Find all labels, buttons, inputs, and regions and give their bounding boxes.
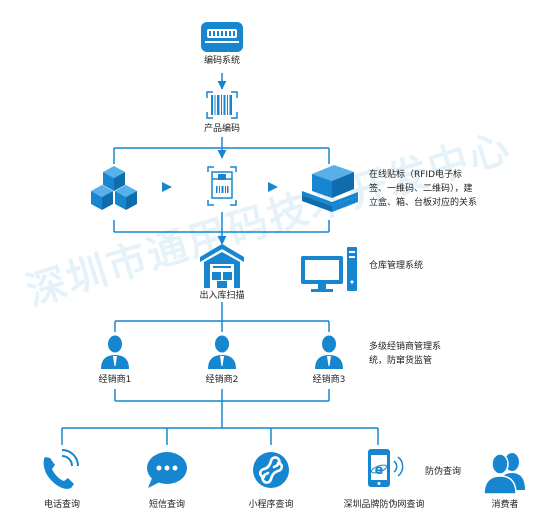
phone-query-label: 电话查询 — [43, 500, 81, 510]
distributor-note-line-2: 统，防窜货监管 — [369, 356, 433, 366]
server-icon — [201, 22, 243, 52]
warehouse-mgmt-label: 仓库管理系统 — [369, 261, 424, 271]
distributor-2-icon — [208, 335, 236, 369]
mobile-browser-icon: e — [368, 449, 390, 487]
product-code-label: 产品编码 — [203, 124, 241, 134]
distributor-3-label: 经销商3 — [312, 375, 346, 385]
tagging-note-line-3: 立盒、箱、台板对应的关系 — [369, 198, 478, 208]
barcode-icon — [206, 91, 238, 119]
carton-icon — [207, 166, 237, 206]
encoding-system-label: 编码系统 — [203, 56, 241, 66]
signal-waves-icon — [393, 456, 404, 477]
warehouse-scan-label: 出入库扫描 — [199, 291, 245, 301]
distributor-3-icon — [315, 335, 343, 369]
distributor-1-icon — [101, 335, 129, 369]
distributor-note: 多级经销商管理系 统，防窜货监管 — [369, 340, 441, 368]
svg-text:e: e — [375, 463, 384, 478]
warehouse-icon — [200, 244, 244, 288]
computer-icon — [301, 247, 357, 292]
distributor-note-line-1: 多级经销商管理系 — [369, 342, 442, 352]
tagging-note: 在线贴标（RFID电子标 签、一维码、二维码），建 立盒、箱、台板对应的关系 — [369, 168, 477, 210]
flow-arrows — [162, 182, 278, 192]
distributor-2-label: 经销商2 — [205, 375, 239, 385]
pallet-icon — [302, 165, 358, 212]
connector-lines — [61, 73, 379, 445]
consumer-label: 消费者 — [491, 500, 519, 510]
distributor-1-label: 经销商1 — [98, 375, 132, 385]
boxes-icon — [91, 166, 137, 210]
phone-icon — [43, 449, 79, 489]
sms-query-label: 短信查询 — [148, 500, 186, 510]
mini-program-query-label: 小程序查询 — [248, 500, 294, 510]
anti-fake-query-label: 防伪查询 — [425, 467, 462, 477]
consumers-icon — [483, 453, 525, 495]
mini-program-icon — [253, 452, 289, 488]
sms-icon — [147, 452, 187, 488]
brand-anti-fake-web-query-label: 深圳品牌防伪网查询 — [343, 500, 425, 510]
tagging-note-line-1: 在线贴标（RFID电子标 — [369, 170, 463, 180]
tagging-note-line-2: 签、一维码、二维码），建 — [369, 184, 473, 194]
